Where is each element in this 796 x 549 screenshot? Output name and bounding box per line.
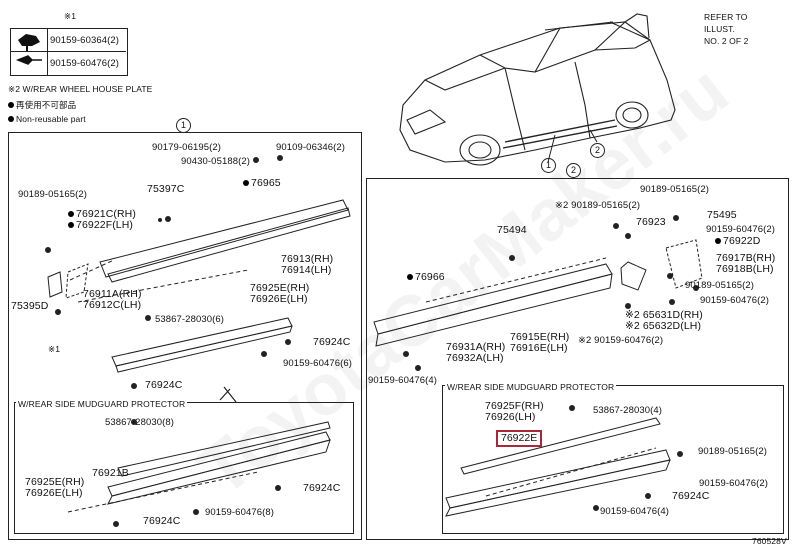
right-sub-label-5: 90159-60476(2) bbox=[699, 478, 769, 489]
vehicle-illustration bbox=[399, 13, 676, 166]
legend-note1-mark: ※1 bbox=[64, 11, 77, 21]
callout-2: 2 bbox=[590, 143, 605, 158]
legend-nonreusable-jp-text: 再使用不可部品 bbox=[16, 100, 77, 110]
right-label-17: ※2 90159-60476(2) bbox=[578, 335, 664, 346]
nonreusable-dot-icon bbox=[8, 102, 14, 108]
nonreusable-dot-icon bbox=[715, 238, 721, 244]
left-panel bbox=[8, 132, 362, 540]
callout-1: 1 bbox=[541, 158, 556, 173]
left-label-15: 76925E(RH) bbox=[250, 282, 310, 294]
right-sub-label-6: 76924C bbox=[672, 490, 710, 502]
right-label-12: 90159-60476(2) bbox=[700, 295, 770, 306]
left-label-1: 90179-06195(2) bbox=[152, 142, 222, 153]
left-label-8: 76922F(LH) bbox=[68, 220, 133, 231]
right-label-20: 90159-60476(4) bbox=[368, 375, 438, 386]
left-sub-label-2: 76921B bbox=[92, 467, 129, 479]
refer-line3: NO. 2 OF 2 bbox=[704, 36, 749, 46]
right-sub-label-2: 76926(LH) bbox=[485, 411, 536, 423]
right-label-7: 76922D bbox=[715, 236, 760, 247]
right-label-8: 76966 bbox=[407, 272, 445, 283]
left-label-9: 76913(RH) bbox=[281, 253, 334, 265]
right-sub-label-4: 90189-05165(2) bbox=[698, 446, 768, 457]
left-label-3: 90430-05188(2) bbox=[181, 156, 251, 167]
left-sub-title: W/REAR SIDE MUDGUARD PROTECTOR bbox=[16, 399, 188, 410]
left-label-7-text: 76921C(RH) bbox=[76, 208, 136, 220]
nonreusable-dot-icon bbox=[68, 211, 74, 217]
left-label-20: ※1 bbox=[48, 344, 61, 354]
right-label-7-text: 76922D bbox=[723, 235, 761, 247]
right-label-15: 76915E(RH) bbox=[510, 331, 570, 343]
right-label-4: 75495 bbox=[707, 209, 737, 221]
left-label-4: 90189-05165(2) bbox=[18, 189, 88, 200]
right-label-2: ※2 90189-05165(2) bbox=[555, 200, 641, 211]
left-label-8-text: 76922F(LH) bbox=[76, 219, 134, 231]
right-sub-label-1: 76925F(RH) bbox=[485, 400, 544, 412]
left-sub-label-7: 90159-60476(8) bbox=[205, 507, 275, 518]
legend-nonreusable-jp: 再使用不可部品 bbox=[8, 100, 76, 111]
legend-table-icons bbox=[10, 28, 48, 76]
left-label-6: 76965 bbox=[243, 178, 281, 189]
right-label-5: 75494 bbox=[497, 224, 527, 236]
right-label-8-text: 76966 bbox=[415, 271, 445, 283]
legend-note2: ※2 W/REAR WHEEL HOUSE PLATE bbox=[8, 84, 153, 94]
nonreusable-dot-icon bbox=[8, 116, 14, 122]
legend-nonreusable-en-text: Non-reusable part bbox=[16, 114, 86, 124]
legend-part-b: 90159-60476(2) bbox=[50, 58, 120, 69]
right-sub-title: W/REAR SIDE MUDGUARD PROTECTOR bbox=[445, 382, 617, 393]
left-label-11: 75395D bbox=[11, 300, 49, 312]
left-label-14: 53867-28030(6) bbox=[155, 314, 225, 325]
callout-1-panel: 1 bbox=[176, 118, 191, 133]
right-sub-label-3: 53867-28030(4) bbox=[593, 405, 663, 416]
right-panel-artwork bbox=[373, 215, 703, 517]
legend-part-a: 90159-60364(2) bbox=[50, 35, 120, 46]
refer-line2: ILLUST. bbox=[704, 24, 735, 34]
callout-2-panel: 2 bbox=[566, 163, 581, 178]
left-sub-label-1: 53867-28030(8) bbox=[105, 417, 175, 428]
left-sub-label-5: 76924C bbox=[303, 482, 341, 494]
right-label-16: 76916E(LH) bbox=[510, 342, 568, 354]
right-label-6: 90159-60476(2) bbox=[706, 224, 776, 235]
right-label-14: ※2 65632D(LH) bbox=[625, 320, 702, 332]
footer-code: 760528V bbox=[752, 536, 787, 546]
right-label-10: 76918B(LH) bbox=[716, 263, 774, 275]
left-label-7: 76921C(RH) bbox=[68, 209, 136, 220]
nonreusable-dot-icon bbox=[68, 222, 74, 228]
legend-table-divider bbox=[10, 51, 126, 52]
left-label-16: 76926E(LH) bbox=[250, 293, 308, 305]
right-label-1: 90189-05165(2) bbox=[640, 184, 710, 195]
left-label-19: 76924C bbox=[145, 379, 183, 391]
right-label-3: 76923 bbox=[636, 216, 666, 228]
left-label-6-text: 76965 bbox=[251, 177, 281, 189]
legend-nonreusable-en: Non-reusable part bbox=[8, 114, 86, 125]
left-label-17: 76924C bbox=[313, 336, 351, 348]
right-label-13: ※2 65631D(RH) bbox=[625, 309, 703, 321]
right-sub-label-7: 90159-60476(4) bbox=[600, 506, 670, 517]
left-label-12: 76911A(RH) bbox=[83, 288, 142, 300]
highlighted-part-76922e[interactable]: 76922E bbox=[496, 430, 543, 447]
right-label-19: 76932A(LH) bbox=[446, 352, 504, 364]
left-label-10: 76914(LH) bbox=[281, 264, 332, 276]
left-sub-label-6: 76924C bbox=[143, 515, 181, 527]
right-panel bbox=[366, 178, 789, 540]
nonreusable-dot-icon bbox=[243, 180, 249, 186]
left-sub-label-3: 76925E(RH) bbox=[25, 476, 85, 488]
left-label-18: 90159-60476(6) bbox=[283, 358, 353, 369]
refer-line1: REFER TO bbox=[704, 12, 748, 22]
left-sub-label-4: 76926E(LH) bbox=[25, 487, 83, 499]
clip-icon bbox=[15, 34, 42, 65]
left-label-13: 76912C(LH) bbox=[83, 299, 142, 311]
right-label-11: 90189-05165(2) bbox=[685, 280, 755, 291]
left-label-2: 90109-06346(2) bbox=[276, 142, 346, 153]
right-label-9: 76917B(RH) bbox=[716, 252, 776, 264]
left-label-5: 75397C bbox=[147, 183, 185, 195]
nonreusable-dot-icon bbox=[407, 274, 413, 280]
right-label-18: 76931A(RH) bbox=[446, 341, 506, 353]
left-panel-artwork bbox=[45, 155, 351, 527]
